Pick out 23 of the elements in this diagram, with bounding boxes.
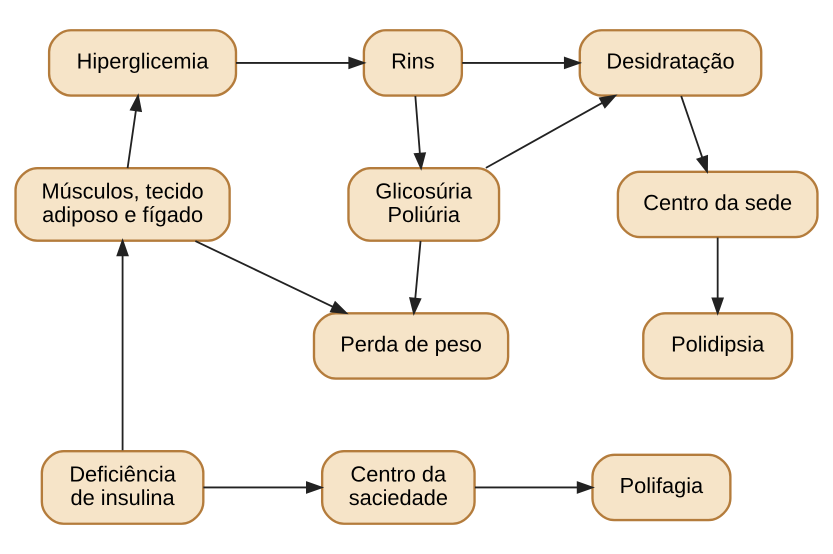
arrow (126, 93, 142, 168)
node-box: Centro da saciedade (320, 450, 476, 525)
node-box: Glicosúria Poliúria (347, 166, 500, 242)
arrow (203, 481, 324, 494)
arrow (680, 96, 708, 174)
node-box: Músculos, tecido adiposo e fígado (14, 166, 231, 242)
node-box: Hiperglicemia (48, 29, 238, 97)
node-box: Desidratação (578, 29, 762, 97)
arrow (474, 481, 595, 494)
node-box: Deficiência de insulina (40, 450, 204, 525)
arrow (485, 94, 618, 169)
node-box: Rins (362, 29, 464, 97)
arrow (116, 238, 129, 450)
node-box: Centro da sede (616, 170, 819, 238)
node-box: Perda de peso (312, 312, 510, 380)
arrow (462, 56, 582, 70)
arrow (711, 238, 724, 316)
node-box: Polifagia (591, 454, 732, 522)
arrow (194, 240, 349, 314)
arrow (413, 96, 426, 171)
arrow (236, 56, 367, 70)
arrow (409, 240, 422, 316)
node-box: Polidipsia (642, 312, 794, 380)
